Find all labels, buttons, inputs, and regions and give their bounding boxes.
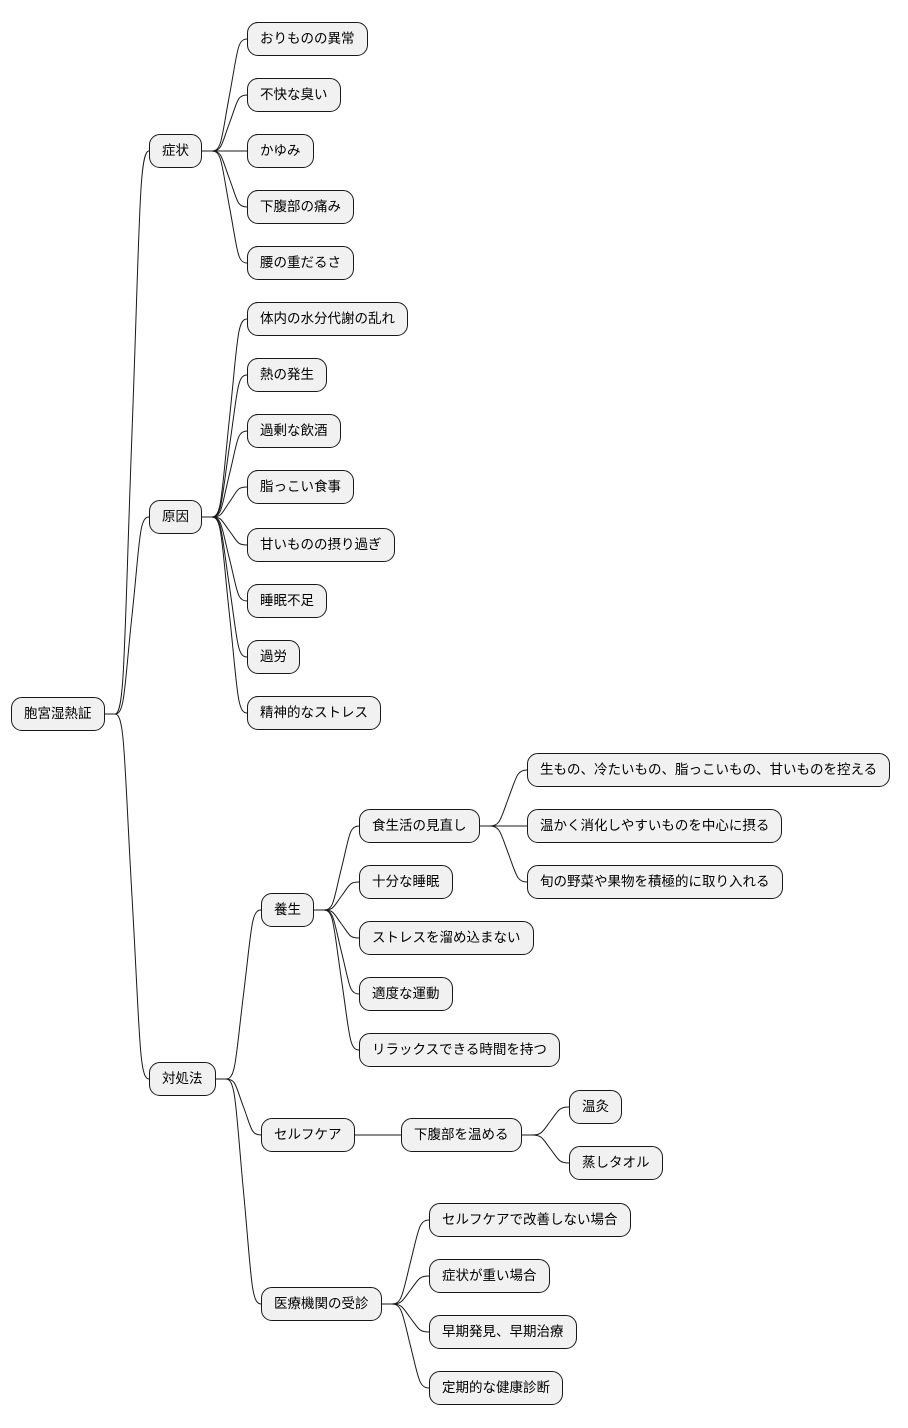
node-medical-no-improvement[interactable]: セルフケアで改善しない場合 — [429, 1203, 631, 1237]
node-diet-seasonal[interactable]: 旬の野菜や果物を積極的に取り入れる — [527, 865, 783, 899]
connector-node-causes-to-node-cause-sleep — [202, 516, 248, 602]
node-lifestyle-diet[interactable]: 食生活の見直し — [359, 809, 480, 843]
node-cause-water-metabolism[interactable]: 体内の水分代謝の乱れ — [247, 302, 408, 336]
connector-node-root-to-node-causes — [105, 516, 150, 715]
node-selfcare-warm-abdomen[interactable]: 下腹部を温める — [401, 1118, 522, 1152]
connector-node-symptoms-to-node-symptom-odor — [202, 94, 248, 152]
connector-node-remedy-lifestyle-to-node-lifestyle-diet — [314, 825, 360, 911]
connector-node-symptoms-to-node-symptom-discharge — [202, 38, 248, 152]
node-causes[interactable]: 原因 — [149, 500, 202, 534]
node-cause-sleep[interactable]: 睡眠不足 — [247, 584, 327, 618]
node-cause-heat[interactable]: 熱の発生 — [247, 358, 327, 392]
node-remedy-lifestyle[interactable]: 養生 — [261, 893, 314, 927]
connector-node-causes-to-node-cause-heat — [202, 374, 248, 518]
connector-node-remedy-lifestyle-to-node-lifestyle-relax — [314, 909, 360, 1051]
connector-node-remedy-medical-to-node-medical-early — [382, 1303, 430, 1333]
connector-node-causes-to-node-cause-overwork — [202, 516, 248, 658]
node-symptom-odor[interactable]: 不快な臭い — [247, 78, 341, 112]
connector-node-remedy-medical-to-node-medical-no-improvement — [382, 1219, 430, 1305]
node-diet-avoid[interactable]: 生もの、冷たいもの、脂っこいもの、甘いものを控える — [527, 753, 891, 787]
node-remedy-selfcare[interactable]: セルフケア — [261, 1118, 355, 1152]
connector-node-symptoms-to-node-symptom-abdominal-pain — [202, 150, 248, 208]
node-cause-stress[interactable]: 精神的なストレス — [247, 696, 381, 730]
connector-node-causes-to-node-cause-water-metabolism — [202, 318, 248, 518]
connector-node-remedies-to-node-remedy-selfcare — [216, 1078, 262, 1136]
node-symptoms[interactable]: 症状 — [149, 134, 202, 168]
connector-node-root-to-node-symptoms — [105, 150, 150, 715]
connector-node-remedy-lifestyle-to-node-lifestyle-exercise — [314, 909, 360, 995]
connector-node-causes-to-node-cause-fatty-food — [202, 486, 248, 518]
node-lifestyle-exercise[interactable]: 適度な運動 — [359, 977, 453, 1011]
node-cause-alcohol[interactable]: 過剰な飲酒 — [247, 414, 341, 448]
connector-node-root-to-node-remedies — [105, 713, 150, 1080]
connector-node-causes-to-node-cause-sweets — [202, 516, 248, 546]
connector-node-selfcare-warm-abdomen-to-node-warm-moxibustion — [522, 1106, 570, 1136]
node-diet-warm[interactable]: 温かく消化しやすいものを中心に摂る — [527, 809, 783, 843]
node-cause-sweets[interactable]: 甘いものの摂り過ぎ — [247, 528, 395, 562]
connector-node-remedy-lifestyle-to-node-lifestyle-stress — [314, 909, 360, 939]
connector-node-causes-to-node-cause-alcohol — [202, 430, 248, 518]
node-warm-towel[interactable]: 蒸しタオル — [569, 1146, 663, 1180]
node-remedies[interactable]: 対処法 — [149, 1062, 216, 1096]
node-symptom-discharge[interactable]: おりものの異常 — [247, 22, 368, 56]
connector-node-lifestyle-diet-to-node-diet-seasonal — [480, 825, 528, 883]
connector-node-causes-to-node-cause-stress — [202, 516, 248, 714]
connector-node-remedy-medical-to-node-medical-checkup — [382, 1303, 430, 1389]
node-medical-checkup[interactable]: 定期的な健康診断 — [429, 1371, 563, 1405]
node-lifestyle-sleep[interactable]: 十分な睡眠 — [359, 865, 453, 899]
node-warm-moxibustion[interactable]: 温灸 — [569, 1090, 622, 1124]
node-remedy-medical[interactable]: 医療機関の受診 — [261, 1287, 382, 1321]
connector-node-remedy-medical-to-node-medical-severe — [382, 1275, 430, 1305]
node-medical-early[interactable]: 早期発見、早期治療 — [429, 1315, 577, 1349]
connector-node-symptoms-to-node-symptom-lower-back — [202, 150, 248, 264]
node-symptom-abdominal-pain[interactable]: 下腹部の痛み — [247, 190, 354, 224]
connector-node-remedies-to-node-remedy-lifestyle — [216, 909, 262, 1080]
connector-node-remedies-to-node-remedy-medical — [216, 1078, 262, 1305]
connector-node-remedy-lifestyle-to-node-lifestyle-sleep — [314, 881, 360, 911]
node-lifestyle-relax[interactable]: リラックスできる時間を持つ — [359, 1033, 560, 1067]
node-symptom-itch[interactable]: かゆみ — [247, 134, 314, 168]
node-cause-fatty-food[interactable]: 脂っこい食事 — [247, 470, 354, 504]
connector-node-lifestyle-diet-to-node-diet-avoid — [480, 769, 528, 827]
node-cause-overwork[interactable]: 過労 — [247, 640, 300, 674]
connector-node-selfcare-warm-abdomen-to-node-warm-towel — [522, 1134, 570, 1164]
node-symptom-lower-back[interactable]: 腰の重だるさ — [247, 246, 354, 280]
node-root[interactable]: 胞宮湿熱証 — [11, 697, 105, 731]
node-lifestyle-stress[interactable]: ストレスを溜め込まない — [359, 921, 534, 955]
node-medical-severe[interactable]: 症状が重い場合 — [429, 1259, 550, 1293]
